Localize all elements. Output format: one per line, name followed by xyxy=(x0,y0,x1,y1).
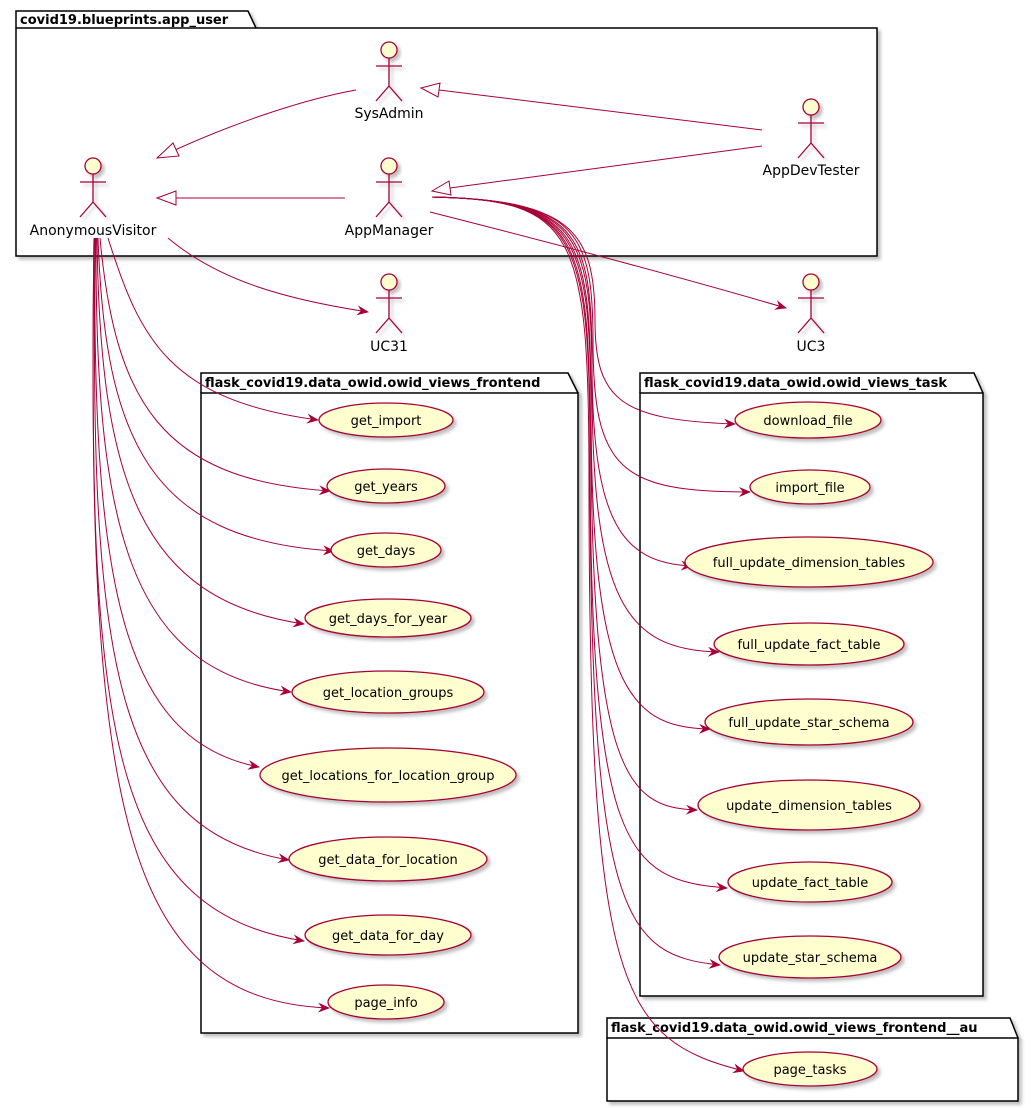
usecase-update-star-schema: update_star_schema xyxy=(718,935,902,979)
association-line xyxy=(107,237,319,424)
usecase-label: update_dimension_tables xyxy=(726,799,892,814)
actor-head xyxy=(84,157,102,175)
actor-body xyxy=(797,290,825,334)
usecase-full-update-star-schema: full_update_star_schema xyxy=(704,698,914,746)
usecase-label: full_update_dimension_tables xyxy=(713,556,906,571)
usecase-update-fact-table: update_fact_table xyxy=(727,861,893,903)
association-line xyxy=(94,237,260,770)
association-line xyxy=(97,237,335,556)
usecase-label: page_tasks xyxy=(773,1063,846,1078)
actor-uc31: UC31 xyxy=(370,273,408,355)
usecase-get-import: get_import xyxy=(318,402,454,438)
package-title: covid19.blueprints.app_user xyxy=(20,13,229,28)
actor-head xyxy=(802,98,820,116)
usecase-get-locations-for-location-group: get_locations_for_location_group xyxy=(259,747,517,803)
association-line xyxy=(431,196,720,657)
association-line xyxy=(429,211,787,310)
relations xyxy=(92,82,787,1074)
usecase-page-tasks: page_tasks xyxy=(742,1051,878,1087)
actor-label: UC3 xyxy=(797,339,826,355)
association-line xyxy=(431,196,698,815)
generalization-line xyxy=(438,89,763,131)
package-title: flask_covid19.data_owid.owid_views_front… xyxy=(611,1021,977,1036)
actor-head xyxy=(802,273,820,291)
usecase-download-file: download_file xyxy=(734,401,882,439)
actor-head xyxy=(380,157,398,175)
actor-body xyxy=(375,174,403,218)
generalization-arrowhead xyxy=(155,142,180,159)
usecase-label: get_locations_for_location_group xyxy=(282,769,495,784)
association-line xyxy=(431,196,745,1074)
usecase-label: download_file xyxy=(763,414,852,429)
actor-anonymousvisitor: AnonymousVisitor xyxy=(30,157,157,239)
usecase-label: get_location_groups xyxy=(323,686,454,701)
usecase-get-days: get_days xyxy=(330,532,442,568)
actor-label: AppDevTester xyxy=(763,163,860,179)
association-line xyxy=(96,237,305,628)
usecase-get-years: get_years xyxy=(326,468,446,504)
association-line xyxy=(92,237,330,1013)
package-title: flask_covid19.data_owid.owid_views_task xyxy=(644,376,947,391)
usecase-get-data-for-day: get_data_for_day xyxy=(304,914,472,956)
usecase-label: get_years xyxy=(354,480,418,495)
actor-body xyxy=(375,290,403,334)
usecase-label: import_file xyxy=(775,481,844,496)
usecase-get-data-for-location: get_data_for_location xyxy=(288,836,488,882)
usecase-label: get_days xyxy=(357,544,416,559)
actor-label: SysAdmin xyxy=(354,106,423,122)
usecase-label: get_data_for_day xyxy=(332,929,444,944)
usecase-label: get_days_for_year xyxy=(329,612,448,627)
usecase-label: update_fact_table xyxy=(752,876,869,891)
usecase-update-dimension-tables: update_dimension_tables xyxy=(697,779,921,831)
usecase-get-days-for-year: get_days_for_year xyxy=(304,598,472,638)
association-line xyxy=(93,237,290,864)
usecase-full-update-fact-table: full_update_fact_table xyxy=(713,622,905,666)
actor-label: AppManager xyxy=(345,223,434,239)
association-line xyxy=(431,196,751,497)
usecase-label: full_update_star_schema xyxy=(728,716,889,731)
usecase-import-file: import_file xyxy=(749,469,871,505)
association-line xyxy=(95,237,292,696)
usecase-label: full_update_fact_table xyxy=(737,638,880,653)
generalization-line xyxy=(449,145,763,189)
usecase-label: get_import xyxy=(351,414,422,429)
association-line xyxy=(99,237,331,496)
actor-head xyxy=(380,41,398,59)
usecase-label: page_info xyxy=(354,996,417,1011)
generalization-arrowhead xyxy=(155,190,177,206)
usecase-page-info: page_info xyxy=(327,984,445,1020)
actor-appmanager: AppManager xyxy=(345,157,434,239)
association-line xyxy=(431,196,721,969)
actor-body xyxy=(375,58,403,102)
generalization-line xyxy=(174,89,357,151)
actor-label: UC31 xyxy=(370,339,408,355)
usecase-get-location-groups: get_location_groups xyxy=(291,670,485,714)
package-app-user: covid19.blueprints.app_user xyxy=(15,10,878,257)
association-line xyxy=(167,237,369,316)
generalization-arrowhead xyxy=(430,180,452,196)
actor-body xyxy=(79,174,107,218)
actor-label: AnonymousVisitor xyxy=(30,223,157,239)
actor-head xyxy=(380,273,398,291)
actor-body xyxy=(797,115,825,159)
usecase-label: update_star_schema xyxy=(743,951,878,966)
actor-appdevtester: AppDevTester xyxy=(763,98,860,179)
actor-uc3: UC3 xyxy=(797,273,826,355)
generalization-arrowhead xyxy=(419,82,441,98)
package-title: flask_covid19.data_owid.owid_views_front… xyxy=(205,376,540,391)
actor-sysadmin: SysAdmin xyxy=(354,41,424,122)
usecase-label: get_data_for_location xyxy=(318,853,458,868)
usecase-full-update-dimension-tables: full_update_dimension_tables xyxy=(684,536,934,588)
